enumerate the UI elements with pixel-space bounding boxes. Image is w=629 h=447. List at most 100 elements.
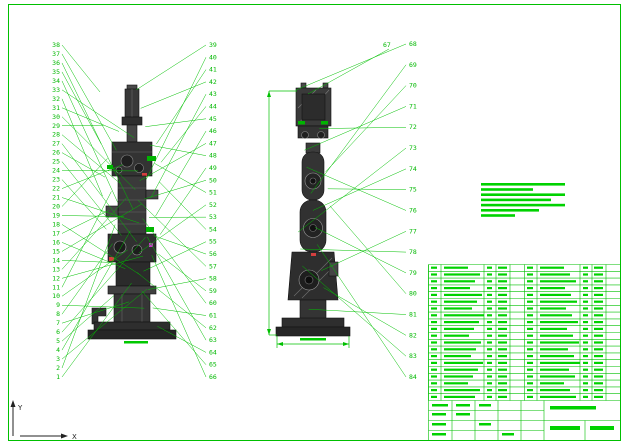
callout-number: 18 bbox=[52, 220, 60, 228]
table-text-bar bbox=[583, 287, 588, 290]
x-axis-label: X bbox=[72, 433, 77, 441]
callout-number: 65 bbox=[209, 361, 217, 369]
table-text-bar bbox=[444, 287, 470, 290]
table-text-bar bbox=[527, 314, 533, 317]
table-text-bar bbox=[594, 375, 603, 378]
callout-number: 58 bbox=[209, 275, 217, 283]
table-text-bar bbox=[431, 341, 437, 344]
leader-line bbox=[152, 307, 207, 316]
callout-number: 7 bbox=[56, 319, 60, 327]
part-flange bbox=[107, 285, 157, 295]
leader-line bbox=[61, 197, 140, 224]
table-text-bar bbox=[540, 307, 566, 310]
table-text-bar bbox=[594, 382, 603, 385]
callout-number: 77 bbox=[409, 227, 417, 235]
table-text-bar bbox=[550, 406, 596, 410]
table-text-bar bbox=[487, 321, 492, 324]
callout-number: 79 bbox=[409, 269, 417, 277]
callout-number: 38 bbox=[52, 41, 60, 49]
callout-number: 27 bbox=[52, 140, 60, 148]
table-text-bar bbox=[594, 341, 603, 344]
callout-number: 56 bbox=[209, 250, 217, 258]
table-text-bar bbox=[456, 413, 470, 416]
table-text-bar bbox=[444, 355, 471, 358]
callout-number: 72 bbox=[409, 123, 417, 131]
table-text-bar bbox=[583, 314, 588, 317]
table-text-bar bbox=[583, 389, 588, 392]
table-text-bar bbox=[444, 280, 475, 283]
leader-line bbox=[295, 43, 407, 91]
table-text-bar bbox=[431, 334, 437, 337]
table-text-bar bbox=[444, 314, 484, 317]
leader-line bbox=[61, 53, 117, 151]
tech-notes-line bbox=[481, 183, 565, 186]
dim-arrowhead bbox=[267, 91, 271, 97]
leader-line bbox=[159, 167, 207, 235]
leader-line bbox=[325, 85, 407, 172]
leader-line bbox=[150, 94, 207, 198]
table-text-bar bbox=[431, 300, 437, 303]
tech-notes-line bbox=[481, 209, 539, 212]
leader-line bbox=[61, 107, 120, 132]
table-text-bar bbox=[487, 287, 492, 290]
leader-line bbox=[151, 255, 207, 378]
callout-number: 10 bbox=[52, 292, 60, 300]
table-text-bar bbox=[540, 348, 568, 351]
part-accent-green bbox=[298, 121, 305, 125]
table-text-bar bbox=[444, 273, 480, 276]
table-text-bar bbox=[487, 334, 492, 337]
part-accent-green bbox=[147, 156, 156, 161]
table-text-bar bbox=[498, 368, 507, 371]
table-text-bar bbox=[431, 389, 437, 392]
table-text-bar bbox=[432, 404, 448, 407]
table-text-bar bbox=[540, 327, 567, 330]
table-text-bar bbox=[502, 433, 514, 436]
table-text-bar bbox=[594, 273, 603, 276]
callout-number: 80 bbox=[409, 290, 417, 298]
leader-line bbox=[306, 166, 407, 211]
table-text-bar bbox=[431, 280, 437, 283]
callout-number: 2 bbox=[56, 364, 60, 372]
table-text-bar bbox=[498, 389, 507, 392]
table-text-bar bbox=[431, 327, 437, 330]
table-text-bar bbox=[487, 300, 492, 303]
callout-number: 5 bbox=[56, 337, 60, 345]
table-text-bar bbox=[444, 321, 479, 324]
leader-line bbox=[61, 210, 109, 234]
table-text-bar bbox=[431, 382, 437, 385]
leader-line bbox=[149, 144, 207, 156]
table-text-bar bbox=[444, 341, 481, 344]
callout-number: 68 bbox=[409, 40, 417, 48]
table-text-bar bbox=[527, 375, 533, 378]
table-text-bar bbox=[444, 327, 474, 330]
table-text-bar bbox=[540, 382, 564, 385]
table-text-bar bbox=[431, 293, 437, 296]
dim-arrowhead bbox=[343, 342, 349, 346]
table-text-bar bbox=[527, 280, 533, 283]
leader-line bbox=[61, 289, 147, 360]
leader-line bbox=[61, 44, 101, 93]
table-text-bar bbox=[527, 307, 533, 310]
table-text-bar bbox=[432, 423, 446, 426]
table-text-bar bbox=[431, 368, 437, 371]
leader-line bbox=[300, 248, 407, 253]
table-text-bar bbox=[527, 266, 533, 269]
callout-number: 29 bbox=[52, 122, 60, 130]
callout-number: 81 bbox=[409, 311, 417, 319]
leader-line bbox=[159, 181, 207, 230]
leader-line bbox=[138, 204, 207, 254]
table-text-bar bbox=[431, 266, 437, 269]
callout-number: 20 bbox=[52, 203, 60, 211]
leader-line bbox=[61, 116, 136, 190]
table-text-bar bbox=[540, 266, 564, 269]
leader-line bbox=[61, 124, 104, 127]
part-base-plate bbox=[275, 326, 351, 337]
leader-line bbox=[139, 143, 207, 181]
leader-line bbox=[155, 130, 207, 217]
leader-line bbox=[157, 326, 207, 353]
callout-number: 73 bbox=[409, 144, 417, 152]
leader-line bbox=[146, 236, 207, 341]
part-accent-red bbox=[109, 257, 114, 261]
